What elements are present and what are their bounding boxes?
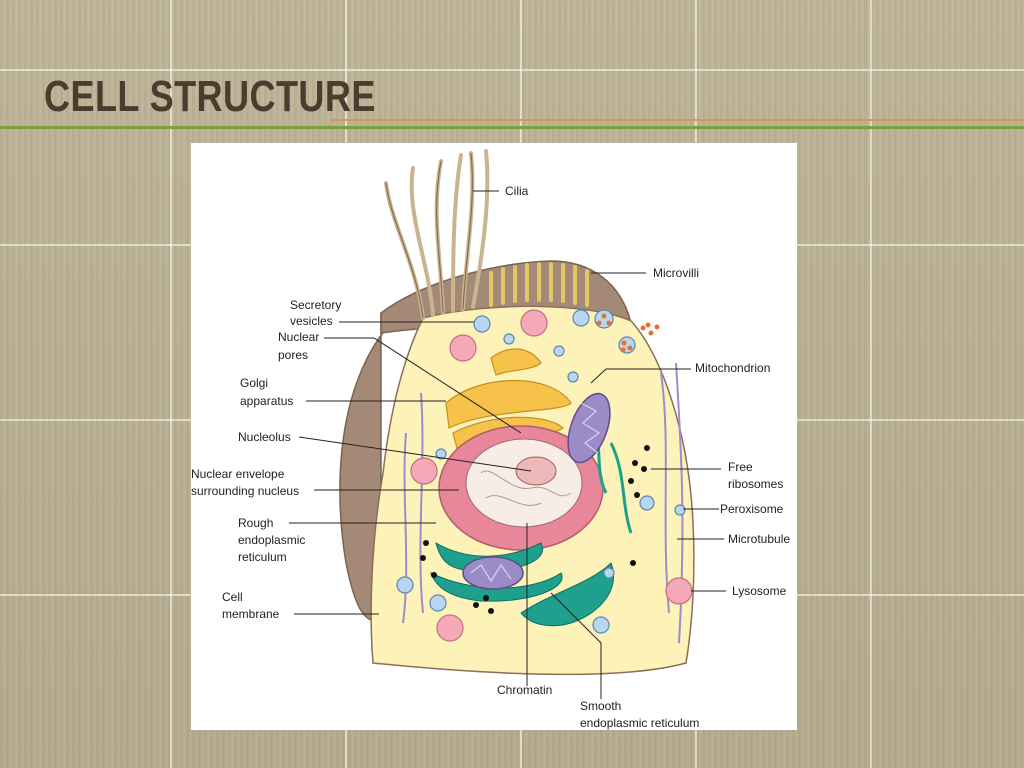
label-golgi-1: Golgi (240, 376, 268, 390)
title-underline-green (0, 126, 1024, 129)
lysosomes (410, 309, 693, 642)
cilia-outline (385, 152, 473, 319)
label-nuclear-pores-2: pores (278, 348, 308, 362)
microvilli (489, 262, 589, 307)
label-secretory-vesicles-2: vesicles (290, 314, 333, 328)
label-free-ribosomes-1: Free (728, 460, 753, 474)
label-golgi-2: apparatus (240, 394, 293, 408)
label-cilia: Cilia (505, 184, 529, 198)
label-rough-er-2: endoplasmic (238, 533, 305, 547)
cell-diagram: Cilia Microvilli Secretory vesicles Nucl… (191, 143, 797, 730)
vesicle-contents (596, 313, 660, 353)
mitochondrion (567, 392, 611, 464)
free-ribosomes (420, 445, 650, 614)
label-microvilli: Microvilli (653, 266, 699, 280)
label-peroxisome: Peroxisome (720, 502, 784, 516)
label-lysosome: Lysosome (732, 584, 787, 598)
label-rough-er-1: Rough (238, 516, 273, 530)
label-mitochondrion: Mitochondrion (695, 361, 770, 375)
slide-title: CELL STRUCTURE (44, 72, 376, 121)
mitochondrion-lower (462, 556, 524, 590)
leader-lines (289, 190, 726, 699)
label-chromatin: Chromatin (497, 683, 552, 697)
label-smooth-er-2: endoplasmic reticulum (580, 716, 699, 730)
label-cell-membrane-2: membrane (222, 607, 280, 621)
label-nuclear-envelope-2: surrounding nucleus (191, 484, 299, 498)
label-free-ribosomes-2: ribosomes (728, 477, 783, 491)
cell-diagram-svg: Cilia Microvilli Secretory vesicles Nucl… (191, 149, 790, 730)
label-nuclear-pores-1: Nuclear (278, 330, 319, 344)
nucleus-interior (465, 438, 583, 528)
title-underline-orange (330, 119, 1024, 121)
secretory-vesicles (396, 309, 686, 634)
label-cell-membrane-1: Cell (222, 590, 243, 604)
label-microtubule: Microtubule (728, 532, 790, 546)
label-smooth-er-1: Smooth (580, 699, 621, 713)
label-nuclear-envelope-1: Nuclear envelope (191, 467, 285, 481)
cell-outer-body (339, 306, 409, 622)
chromatin-strands (480, 470, 572, 506)
label-secretory-vesicles-1: Secretory (290, 298, 341, 312)
label-nucleolus: Nucleolus (238, 430, 291, 444)
label-rough-er-3: reticulum (238, 550, 287, 564)
nucleolus (515, 456, 557, 486)
